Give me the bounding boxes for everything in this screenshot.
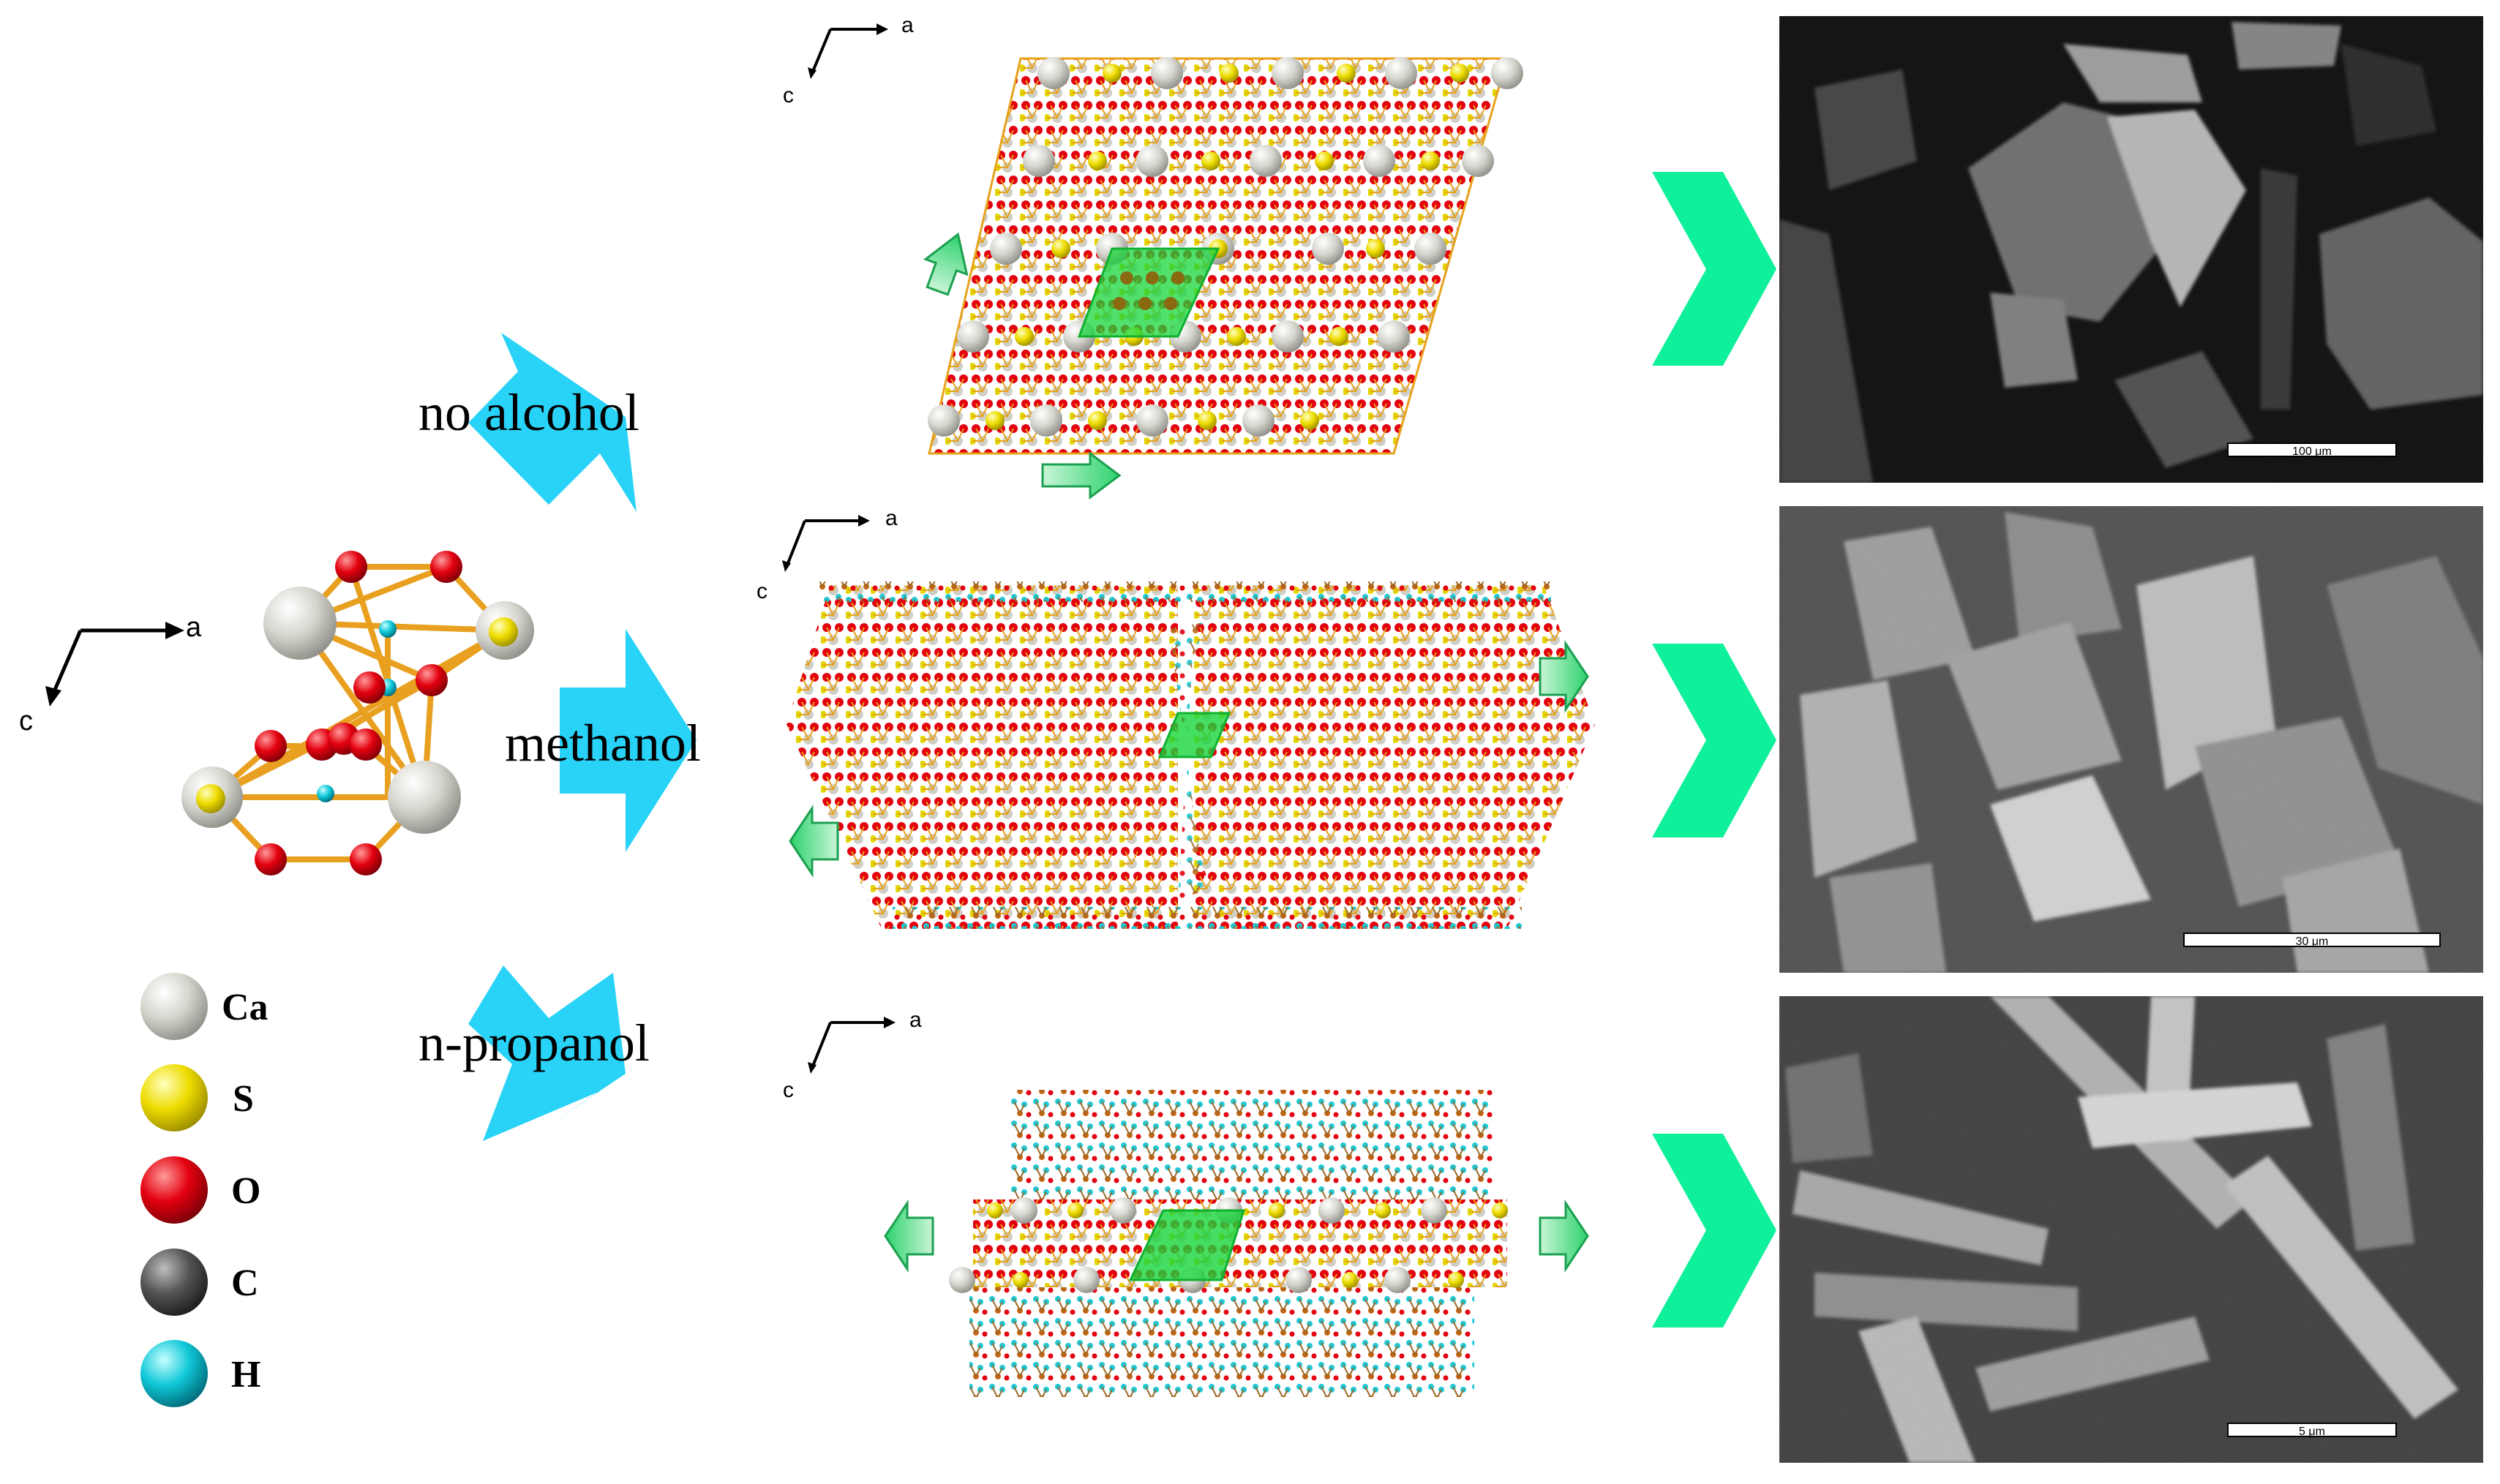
- organic-layer-bottom: [893, 907, 1522, 929]
- growth-arrow-right-icon: [1539, 640, 1589, 713]
- legend-item-s: S: [140, 1064, 254, 1131]
- route-label-methanol: methanol: [505, 714, 701, 772]
- organic-layer-top-propanol: [1010, 1090, 1493, 1199]
- chevron-right-icon: [1652, 172, 1776, 366]
- chevrons: [1652, 172, 1776, 1327]
- growth-arrow-left-icon: [884, 1199, 934, 1273]
- down-right-arrow-icon: [468, 965, 626, 1141]
- panel3-axes: a c: [783, 1008, 922, 1102]
- chevron-right-icon: [1652, 1134, 1776, 1327]
- right-arrow-icon: [560, 629, 697, 852]
- growth-arrow-right-icon: [1041, 451, 1122, 500]
- structure-panel-n-propanol: a c: [783, 1008, 1589, 1397]
- panel1-axis-c: c: [783, 83, 794, 108]
- panel2-axis-a: a: [885, 506, 898, 530]
- up-right-arrow-icon: [468, 333, 637, 512]
- legend-label-s: S: [233, 1078, 254, 1120]
- panel2-axis-c: c: [757, 579, 767, 603]
- scale-bar-label-middle: 30 μm: [2296, 935, 2329, 948]
- legend-item-c: C: [140, 1248, 259, 1316]
- route-arrow-no-alcohol: no alcohol: [418, 333, 639, 512]
- sem-image-n-propanol: 5 μm: [1779, 996, 2483, 1463]
- growth-arrow-right-icon: [1539, 1199, 1589, 1273]
- lattice-block-left: [787, 585, 1178, 929]
- sem-image-methanol: 30 μm: [1779, 506, 2483, 973]
- legend-label-o: O: [231, 1170, 260, 1212]
- legend-item-o: O: [140, 1156, 260, 1224]
- legend-label-h: H: [231, 1354, 260, 1396]
- panel3-axis-c: c: [783, 1078, 794, 1102]
- legend-label-ca: Ca: [222, 987, 269, 1028]
- unit-cell-highlight-propanol: [1128, 1209, 1246, 1281]
- c-swatch-icon: [140, 1248, 208, 1316]
- legend-item-h: H: [140, 1340, 260, 1407]
- route-arrow-n-propanol: n-propanol: [418, 965, 650, 1141]
- o-swatch-icon: [140, 1156, 208, 1224]
- legend-label-c: C: [231, 1262, 259, 1304]
- scale-bar: [2183, 933, 2441, 947]
- route-label-no-alcohol: no alcohol: [418, 383, 639, 442]
- unit-cell-highlight: [1077, 247, 1220, 338]
- panel2-axes: a c: [757, 506, 898, 603]
- scale-bar-label-top: 100 μm: [2292, 445, 2332, 458]
- scale-bar: [2227, 1423, 2397, 1437]
- axis-a-label: a: [186, 612, 202, 643]
- scale-bar-label-bottom: 5 μm: [2299, 1425, 2325, 1438]
- axis-c-label: c: [19, 706, 33, 737]
- panel1-axes: a c: [783, 13, 914, 108]
- h-swatch-icon: [140, 1340, 208, 1407]
- growth-arrow-left-icon: [789, 805, 839, 878]
- route-arrow-methanol: methanol: [505, 629, 701, 852]
- panel1-axis-a: a: [901, 13, 914, 37]
- chevron-right-icon: [1652, 644, 1776, 837]
- cluster-axes: a c: [19, 612, 202, 737]
- ca-swatch-icon: [140, 973, 208, 1040]
- scale-bar: [2227, 442, 2397, 457]
- sem-image-no-alcohol: 100 μm: [1779, 16, 2483, 483]
- panel3-axis-a: a: [909, 1008, 922, 1032]
- growth-arrow-up-icon: [923, 232, 969, 296]
- structure-panel-no-alcohol: a c: [783, 13, 1523, 500]
- organic-layer-top: [819, 581, 1551, 602]
- structure-panel-methanol: a c: [757, 506, 1595, 929]
- lattice-block-right: [1193, 585, 1595, 929]
- legend: Ca S O C H: [140, 973, 269, 1407]
- legend-item-ca: Ca: [140, 973, 269, 1040]
- s-swatch-icon: [140, 1064, 208, 1131]
- organic-layer-bottom-propanol: [969, 1287, 1474, 1397]
- route-label-n-propanol: n-propanol: [418, 1014, 650, 1072]
- cluster-model: [181, 551, 534, 875]
- unit-cell-highlight-methanol: [1157, 712, 1231, 758]
